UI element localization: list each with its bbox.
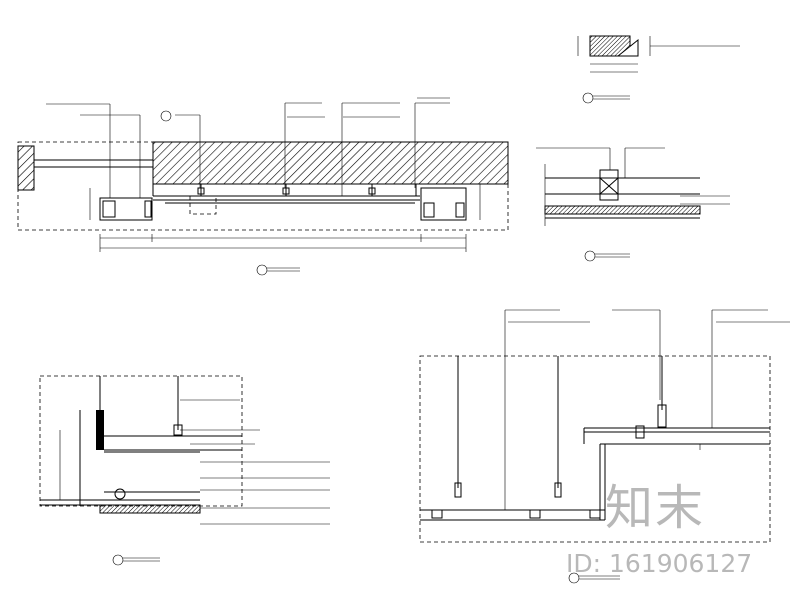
watermark-id: ID: 161906127: [566, 549, 752, 578]
section-ceiling-main: [17, 97, 509, 276]
detail-ceiling-joint: [536, 147, 730, 262]
watermark-brand: 知末: [605, 480, 705, 536]
detail-cornice: [577, 35, 740, 104]
section-wall-ceiling: [39, 375, 330, 566]
watermark: 知末 ID: 161906127: [566, 480, 752, 578]
section-ceiling-right: [419, 309, 790, 584]
